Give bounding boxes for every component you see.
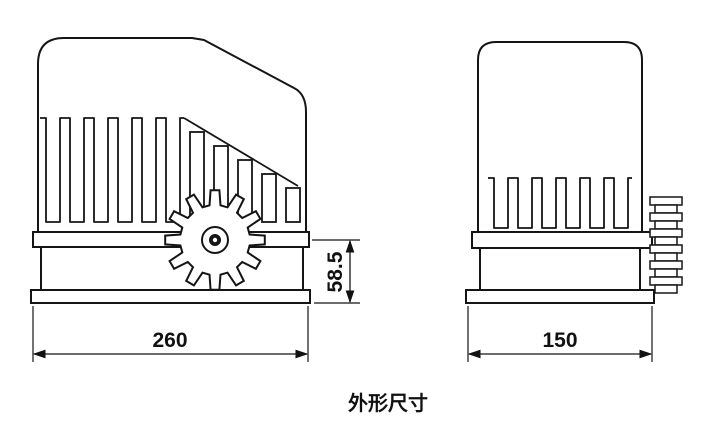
gear-shaft-center [212, 237, 218, 243]
front-housing-outline [37, 37, 307, 232]
inner-slope-line [183, 117, 299, 187]
stepped-fin [261, 173, 277, 223]
stepped-fin [285, 187, 301, 223]
dimension-label-front-width: 260 [152, 329, 187, 352]
side-gear-tooth [654, 220, 678, 230]
side-view [465, 41, 683, 304]
side-gear-tooth [654, 204, 678, 214]
dimension-label-side-width: 150 [542, 329, 577, 352]
front-view [30, 37, 311, 304]
side-gear-tooth [654, 284, 678, 294]
dimension-260: 260 [32, 306, 309, 362]
side-gear-tooth [649, 196, 683, 206]
front-base-plate [30, 289, 311, 304]
side-housing-outline [477, 41, 643, 232]
gear [164, 189, 266, 291]
side-gear-tooth [654, 236, 678, 246]
dimension-150: 150 [467, 306, 653, 362]
side-gear-tooth [649, 228, 683, 238]
side-base-plate [465, 289, 655, 304]
side-gear-tooth [654, 268, 678, 278]
side-gear-tooth [649, 276, 683, 286]
side-gear [649, 196, 683, 294]
front-lower-body [40, 246, 304, 291]
cooling-fins-front [40, 117, 184, 223]
side-gear-tooth [654, 252, 678, 262]
side-gear-tooth [649, 260, 683, 270]
side-gear-tooth [649, 244, 683, 254]
dimension-58-5: 58.5 [312, 239, 360, 304]
dimension-label-height: 58.5 [324, 251, 347, 292]
side-mid-band [471, 231, 653, 249]
side-gear-tooth [649, 212, 683, 222]
stepped-fin [237, 159, 253, 223]
drawing-caption: 外形尺寸 [348, 391, 428, 415]
cooling-fins-side [488, 177, 632, 229]
side-lower-body [479, 247, 641, 291]
